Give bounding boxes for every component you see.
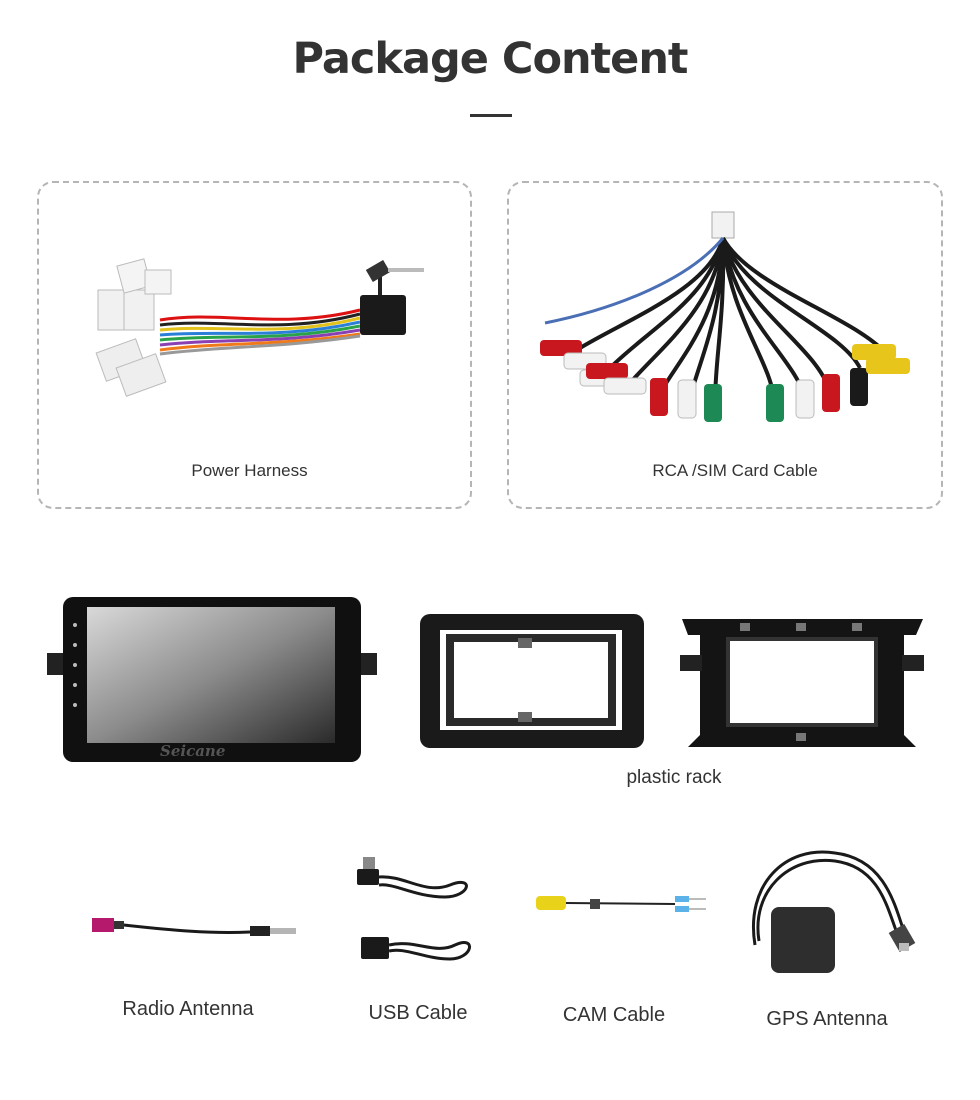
cam-cable-caption: CAM Cable <box>562 1004 666 1026</box>
rca-sim-cable-card <box>507 181 943 509</box>
gps-antenna-caption: GPS Antenna <box>766 1008 888 1030</box>
head-unit-image <box>47 597 377 762</box>
rca-sim-cable-image <box>540 211 910 422</box>
radio-antenna-image <box>92 918 296 936</box>
radio-antenna-caption: Radio Antenna <box>122 998 254 1020</box>
rca-sim-cable-caption: RCA /SIM Card Cable <box>652 461 818 480</box>
power-harness-caption: Power Harness <box>191 461 308 480</box>
head-unit-brand: Seicane <box>160 742 226 760</box>
usb-cable-image <box>357 857 471 961</box>
gps-antenna-image <box>752 850 916 973</box>
title-divider <box>470 114 512 117</box>
power-harness-card <box>37 181 472 509</box>
usb-cable-caption: USB Cable <box>368 1002 468 1024</box>
cam-cable-image <box>536 896 706 912</box>
plastic-rack-front-image <box>420 614 644 748</box>
power-harness-image <box>95 258 424 397</box>
plastic-rack-caption: plastic rack <box>626 767 722 788</box>
plastic-rack-back-image <box>680 619 924 747</box>
page-title: Package Content <box>292 34 689 84</box>
